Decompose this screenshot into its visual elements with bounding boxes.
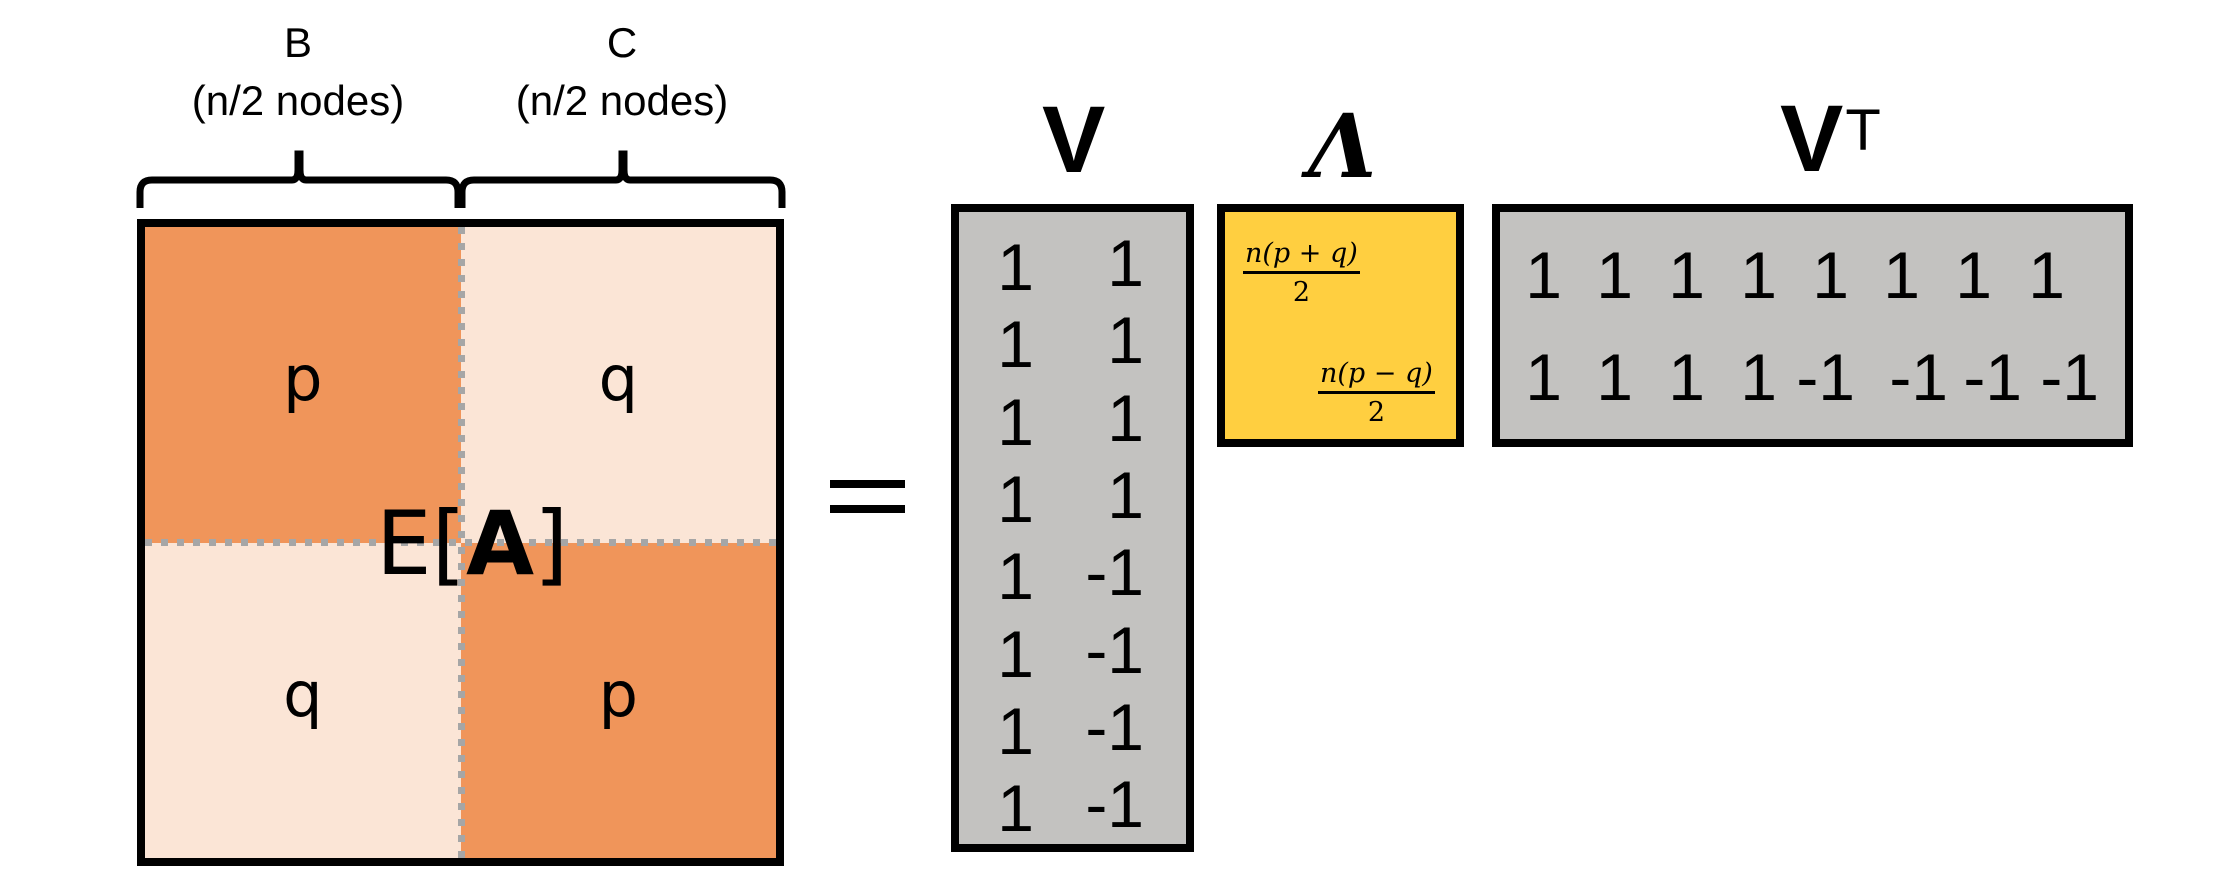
v-entry: -1 [1085,767,1144,842]
block-bb-value: p [283,342,323,416]
v-entry: 1 [1107,380,1144,455]
brace-c [458,150,786,208]
group-label-c: C (n/2 nodes) [472,14,772,130]
vt-entry: 1 [1596,340,1633,414]
v-entry: 1 [1107,226,1144,300]
eigenvalue-2-numerator: n(p − q) [1320,358,1433,389]
eigenvalue-matrix-lambda: n(p + q) 2 n(p − q) 2 [1217,204,1464,447]
group-size-b: (n/2 nodes) [191,77,405,124]
fraction-bar [1318,391,1435,394]
eigenvalue-2: n(p − q) 2 [1318,358,1435,428]
vt-entry: 1 [2028,238,2065,312]
v-entry: 1 [997,384,1034,459]
block-cb: q [145,542,461,858]
v-entry: 1 [1107,303,1144,378]
block-cc: p [460,542,776,858]
vt-entry: -1 [1963,340,2022,414]
v-entry: 1 [997,616,1034,691]
block-cb-value: q [283,657,323,731]
vt-entry: -1 [1889,340,1948,414]
title-vt-base: V [1780,86,1844,192]
equals-bar-top [830,480,905,488]
v-entry: -1 [1085,689,1144,764]
vt-entry: -1 [2040,340,2099,414]
eigenvalue-1-denominator: 2 [1292,277,1310,308]
vt-entry: 1 [1812,238,1849,312]
v-entry: 1 [997,230,1034,304]
matrix-label-symbol: A [465,492,535,595]
equals-bar-bottom [830,505,905,513]
horizontal-divider [145,538,776,546]
vt-entry: -1 [1796,340,1855,414]
v-entry: 1 [997,307,1034,382]
eigenvalue-1: n(p + q) 2 [1243,238,1360,308]
matrix-label-suffix: ] [534,492,569,595]
matrix-label-prefix: E[ [376,492,466,595]
group-label-b: B (n/2 nodes) [148,14,448,130]
vt-entry: 1 [1740,340,1777,414]
block-bb: p [145,227,461,543]
title-v-transpose: VT [1780,89,1881,189]
vt-entry: 1 [1955,238,1992,312]
vt-entry: 1 [1525,340,1562,414]
title-v: V [1042,87,1106,193]
group-name-b: B [283,19,312,66]
eigenvalue-1-numerator: n(p + q) [1245,238,1358,269]
vt-entry: 1 [1668,238,1705,312]
title-lambda: Λ [1308,94,1377,198]
v-entry: 1 [997,771,1034,846]
matrix-label: E[A] [376,494,568,594]
group-name-c: C [606,19,638,66]
title-vt-superscript: T [1845,98,1881,163]
eigenvalue-2-denominator: 2 [1367,397,1385,428]
v-entry: 1 [1107,457,1144,532]
fraction-bar [1243,271,1360,274]
block-bc-value: q [598,342,638,416]
block-bc: q [460,227,776,543]
vt-entry: 1 [1668,340,1705,414]
vt-entry: 1 [1883,238,1920,312]
vt-entry: 1 [1740,238,1777,312]
brace-b [136,150,462,208]
v-entry: 1 [997,539,1034,614]
vt-entry: 1 [1596,238,1633,312]
block-cc-value: p [598,657,638,731]
v-entry: -1 [1085,612,1144,687]
v-entry: 1 [997,461,1034,536]
group-size-c: (n/2 nodes) [515,77,729,124]
vt-entry: 1 [1525,238,1562,312]
v-entry: 1 [997,693,1034,768]
expected-adjacency-matrix: p q q p [137,219,784,866]
v-entry: -1 [1085,535,1144,610]
